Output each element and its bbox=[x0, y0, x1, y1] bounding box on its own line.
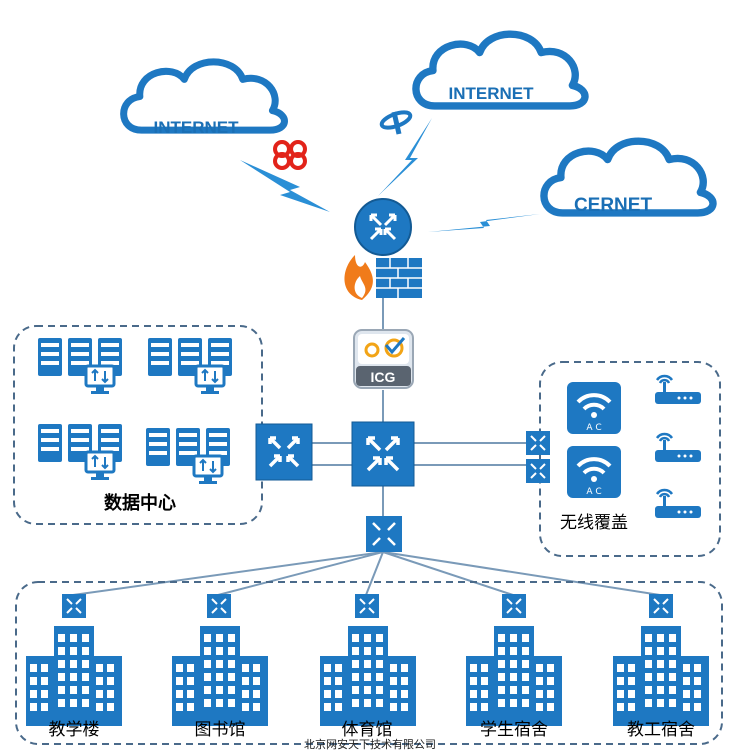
building-windows bbox=[470, 634, 554, 711]
ac-label-2: A C bbox=[586, 487, 601, 497]
server-group-2 bbox=[148, 338, 232, 396]
server-group-4 bbox=[146, 428, 230, 486]
datacenter-switch-icon bbox=[255, 423, 313, 481]
lightning-left-icon bbox=[240, 160, 330, 212]
icg-label: ICG bbox=[371, 369, 396, 385]
building-windows bbox=[617, 634, 701, 711]
wireless-ap-1 bbox=[653, 374, 703, 406]
core-switch-icon bbox=[351, 421, 415, 487]
building-windows bbox=[30, 634, 114, 711]
ac-label-1: A C bbox=[586, 423, 601, 433]
china-telecom-logo-icon bbox=[379, 110, 413, 135]
access-switch-4-icon bbox=[502, 594, 526, 618]
building-label-3: 体育馆 bbox=[342, 720, 393, 740]
connection-lines bbox=[72, 280, 661, 596]
icg-device-icon bbox=[353, 329, 414, 389]
server-group-3 bbox=[38, 424, 122, 482]
cloud-cernet-label: CERNET bbox=[574, 195, 653, 216]
building-windows bbox=[176, 634, 260, 711]
wireless-ap-3 bbox=[653, 488, 703, 520]
wireless-switch-1-icon bbox=[526, 431, 550, 455]
building-label-1: 教学楼 bbox=[49, 720, 100, 740]
server-group-1 bbox=[38, 338, 122, 396]
access-switch-1-icon bbox=[62, 594, 86, 618]
buildings-box bbox=[15, 581, 723, 745]
wireless-label: 无线覆盖 bbox=[560, 513, 628, 533]
building-label-4: 学生宿舍 bbox=[480, 720, 548, 740]
router-icon bbox=[354, 198, 412, 256]
wifi-ac-controller-1 bbox=[567, 382, 621, 434]
wifi-ac-controller-2 bbox=[567, 446, 621, 498]
lightning-top-icon bbox=[378, 118, 432, 196]
building-windows bbox=[324, 634, 408, 711]
china-unicom-logo-icon bbox=[273, 140, 307, 170]
cloud-internet-left-label: INTERNET bbox=[154, 118, 240, 137]
wireless-ap-2 bbox=[653, 432, 703, 464]
cloud-internet-top-label: INTERNET bbox=[449, 84, 535, 103]
footer-watermark: 北京网安天下技术有限公司 bbox=[304, 737, 436, 751]
lightning-right-icon bbox=[428, 214, 540, 232]
distribution-switch-icon bbox=[366, 516, 402, 552]
wireless-switch-2-icon bbox=[526, 459, 550, 483]
access-switch-3-icon bbox=[355, 594, 379, 618]
building-label-5: 教工宿舍 bbox=[627, 720, 695, 740]
building-label-2: 图书馆 bbox=[195, 720, 246, 740]
access-switch-2-icon bbox=[207, 594, 231, 618]
access-switch-5-icon bbox=[649, 594, 673, 618]
datacenter-label: 数据中心 bbox=[104, 492, 176, 514]
firewall-icon bbox=[344, 255, 422, 300]
